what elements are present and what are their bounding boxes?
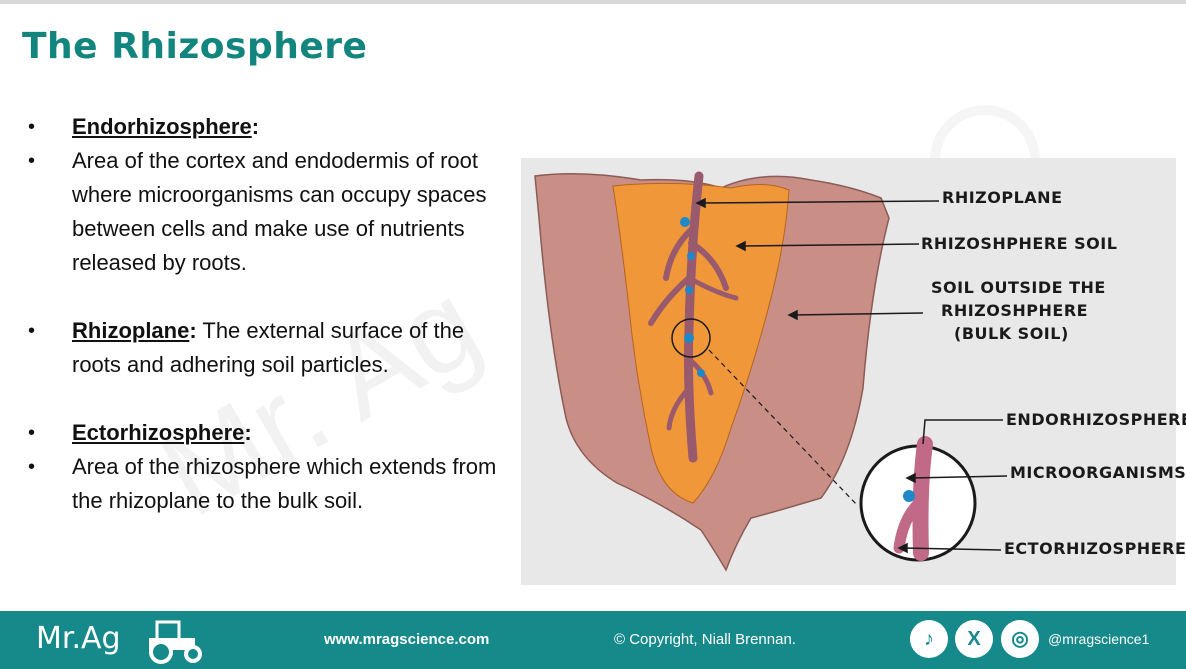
- term-rhizoplane: Rhizoplane: [72, 318, 190, 343]
- label-ectorhizosphere: ECTORHIZOSPHERE: [1004, 539, 1186, 558]
- tiktok-icon[interactable]: ♪: [910, 620, 948, 658]
- microbe-dots: [680, 217, 705, 377]
- bullet-ectorhizosphere-heading: • Ectorhizosphere:: [26, 416, 516, 450]
- bullet-endorhizosphere-text: • Area of the cortex and endodermis of r…: [26, 144, 516, 280]
- bullet-list: • Endorhizosphere: • Area of the cortex …: [26, 110, 516, 518]
- tractor-icon: [149, 620, 202, 664]
- zoom-circle-small: [671, 318, 711, 358]
- rhizoplane-definition: The external surface of the roots and ad…: [72, 318, 465, 377]
- top-border: [0, 0, 1186, 4]
- bullet-icon: •: [28, 150, 36, 172]
- bullet-icon: •: [28, 456, 36, 478]
- term-endorhizosphere: Endorhizosphere: [72, 114, 252, 139]
- label-bulk-soil-line2: RHIZOSHPHERE: [941, 301, 1089, 320]
- slide-title: The Rhizosphere: [22, 26, 368, 67]
- diagram-svg: [534, 171, 1008, 572]
- footer-bar: Mr.Ag www.mragscience.com © Copyright, N…: [0, 611, 1186, 669]
- copyright-text: © Copyright, Niall Brennan.: [614, 631, 796, 648]
- term-colon: :: [251, 114, 260, 139]
- brand-logo: Mr.Ag: [36, 621, 121, 656]
- social-handle[interactable]: @mragscience1: [1048, 631, 1150, 647]
- bullet-ectorhizosphere-text: • Area of the rhizosphere which extends …: [26, 450, 516, 518]
- term-colon: :: [189, 318, 197, 343]
- ectorhizosphere-definition: Area of the rhizosphere which extends fr…: [72, 454, 497, 513]
- label-bulk-soil-line3: (BULK SOIL): [954, 324, 1069, 343]
- bullet-endorhizosphere-heading: • Endorhizosphere:: [26, 110, 516, 144]
- term-colon: :: [244, 420, 252, 445]
- x-twitter-icon[interactable]: X: [955, 620, 993, 658]
- bullet-rhizoplane: • Rhizoplane: The external surface of th…: [26, 314, 516, 382]
- rhizosphere-soil-shape: [612, 182, 790, 504]
- label-rhizoplane: RHIZOPLANE: [942, 188, 1063, 207]
- label-microorganisms: MICROORGANISMS: [1010, 463, 1186, 482]
- label-rhizosphere-soil: RHIZOSHPHERE SOIL: [921, 234, 1118, 253]
- term-ectorhizosphere: Ectorhizosphere: [72, 420, 245, 445]
- rhizosphere-diagram: RHIZOPLANE RHIZOSHPHERE SOIL SOIL OUTSID…: [521, 158, 1186, 585]
- zoomed-root: [893, 436, 933, 561]
- website-link[interactable]: www.mragscience.com: [324, 631, 490, 648]
- zoomed-microbe: [903, 490, 915, 502]
- bullet-icon: •: [28, 422, 36, 444]
- label-bulk-soil-line1: SOIL OUTSIDE THE: [931, 278, 1106, 297]
- label-arrows: [695, 197, 1008, 554]
- root-system: [648, 171, 739, 463]
- bullet-icon: •: [28, 320, 36, 342]
- endorhizosphere-definition: Area of the cortex and endodermis of roo…: [72, 148, 487, 275]
- instagram-icon[interactable]: ◎: [1001, 620, 1039, 658]
- label-endorhizosphere: ENDORHIZOSPHERE: [1006, 410, 1186, 429]
- bullet-icon: •: [28, 116, 36, 138]
